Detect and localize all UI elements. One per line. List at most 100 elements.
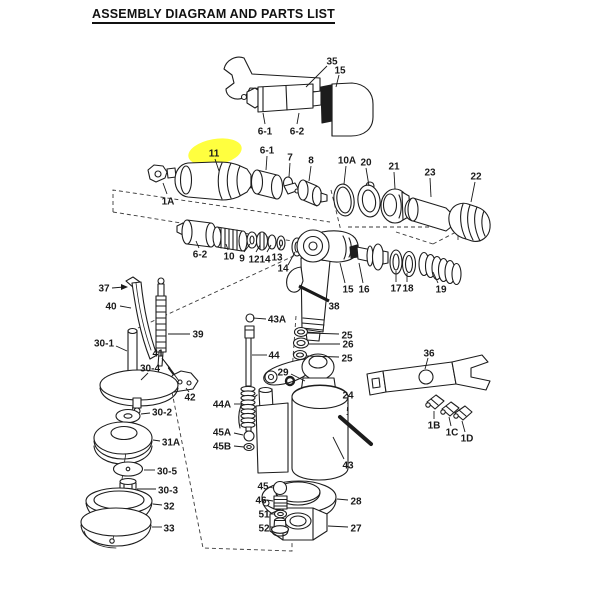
part-label-32: 32 bbox=[163, 502, 175, 513]
part-15-body-top bbox=[331, 82, 374, 137]
part-label-44A: 44A bbox=[213, 400, 231, 411]
part-shapes bbox=[80, 56, 491, 549]
part-25b-oring bbox=[292, 349, 308, 361]
leader-30-1 bbox=[115, 345, 128, 352]
part-10-bushing bbox=[212, 226, 248, 252]
part-6-1-sleeve bbox=[250, 169, 284, 200]
leader-30-4 bbox=[140, 372, 149, 381]
leader-12 bbox=[255, 244, 261, 253]
leader-13 bbox=[278, 245, 282, 251]
part-1C-nosepiece bbox=[440, 401, 460, 417]
part-label-52: 52 bbox=[258, 524, 270, 535]
highlight-part-11 bbox=[188, 138, 242, 166]
part-label-30-3: 30-3 bbox=[158, 486, 178, 497]
leader-1C bbox=[448, 416, 452, 427]
part-label-24: 24 bbox=[342, 391, 354, 402]
part-51-ring bbox=[273, 509, 288, 519]
part-label-37: 37 bbox=[98, 284, 110, 295]
leader-16 bbox=[358, 262, 364, 284]
part-43A-ball bbox=[245, 313, 255, 323]
part-label-51: 51 bbox=[258, 510, 270, 521]
part-label-12: 12 bbox=[248, 255, 260, 266]
part-label-6-2: 6-2 bbox=[193, 250, 208, 261]
part-label-6-2: 6-2 bbox=[290, 127, 305, 138]
leader-6-2 bbox=[296, 112, 300, 125]
leader-40 bbox=[119, 305, 132, 309]
part-label-46: 46 bbox=[255, 496, 267, 507]
part-45B-ring bbox=[243, 442, 255, 452]
leader-20 bbox=[365, 167, 370, 187]
part-8 bbox=[297, 179, 328, 207]
part-17-oring bbox=[389, 249, 403, 275]
leader-14 bbox=[287, 251, 296, 266]
part-46-stack bbox=[273, 495, 288, 510]
leader-8 bbox=[308, 165, 312, 182]
leader-6-1 bbox=[262, 112, 266, 125]
part-label-43: 43 bbox=[342, 461, 354, 472]
part-10A-oring bbox=[333, 183, 355, 217]
part-label-39: 39 bbox=[192, 330, 204, 341]
part-label-30-4: 30-4 bbox=[140, 364, 160, 375]
leader-27 bbox=[327, 525, 349, 528]
part-label-35: 35 bbox=[326, 57, 338, 68]
leader-46 bbox=[266, 499, 274, 502]
part-1D-nosepiece bbox=[453, 405, 473, 421]
part-19-spring bbox=[418, 251, 462, 286]
leader-31A bbox=[152, 439, 161, 442]
part-18-washer bbox=[401, 250, 417, 278]
part-12-washer bbox=[255, 231, 269, 251]
part-label-26: 26 bbox=[342, 340, 354, 351]
part-label-10: 10 bbox=[223, 252, 235, 263]
part-label-30-1: 30-1 bbox=[94, 339, 114, 350]
part-label-30-5: 30-5 bbox=[157, 467, 177, 478]
part-label-1D: 1D bbox=[461, 434, 474, 445]
part-label-44: 44 bbox=[268, 351, 280, 362]
part-44A-spring bbox=[240, 385, 256, 432]
part-label-19: 19 bbox=[435, 285, 447, 296]
part-32-bowl bbox=[85, 487, 153, 525]
part-16-rod bbox=[349, 243, 389, 271]
part-30-2-washer bbox=[115, 408, 141, 424]
part-7 bbox=[282, 176, 300, 195]
leader-7 bbox=[288, 162, 291, 178]
part-label-40: 40 bbox=[105, 302, 117, 313]
part-label-38: 38 bbox=[328, 302, 340, 313]
part-label-15: 15 bbox=[342, 285, 354, 296]
part-39-rod-spring bbox=[155, 277, 167, 367]
leader-10 bbox=[225, 243, 229, 251]
leader-6-2 bbox=[195, 240, 200, 249]
part-13-ring bbox=[276, 235, 286, 251]
leader-24 bbox=[346, 399, 349, 416]
leader-1D bbox=[461, 420, 466, 433]
part-45-ball bbox=[272, 480, 288, 496]
part-label-31A: 31A bbox=[162, 438, 180, 449]
part-22-knurled-cap bbox=[448, 202, 491, 242]
leader-19 bbox=[432, 271, 439, 284]
highlight-layer bbox=[188, 138, 242, 166]
part-label-14: 14 bbox=[259, 255, 271, 266]
part-45A-ball bbox=[243, 430, 255, 442]
part-label-17: 17 bbox=[390, 284, 402, 295]
leader-21 bbox=[393, 171, 396, 190]
leader-10A bbox=[343, 165, 347, 185]
leader-45B bbox=[233, 445, 245, 448]
part-label-22: 22 bbox=[470, 172, 482, 183]
leader-43A bbox=[252, 317, 267, 320]
leader-1A bbox=[162, 182, 168, 195]
part-30-4-base bbox=[99, 369, 179, 415]
leader-43 bbox=[332, 436, 345, 460]
part-label-8: 8 bbox=[308, 156, 314, 167]
leader-42 bbox=[185, 387, 190, 393]
leader-36 bbox=[424, 357, 429, 370]
part-label-27: 27 bbox=[350, 524, 362, 535]
part-label-15: 15 bbox=[334, 66, 346, 77]
leader-41 bbox=[161, 357, 171, 369]
part-label-13: 13 bbox=[271, 253, 283, 264]
part-label-36: 36 bbox=[423, 349, 435, 360]
leader-38 bbox=[298, 284, 330, 303]
part-label-43A: 43A bbox=[268, 315, 286, 326]
part-label-10A: 10A bbox=[338, 156, 356, 167]
leader-9 bbox=[243, 243, 251, 253]
